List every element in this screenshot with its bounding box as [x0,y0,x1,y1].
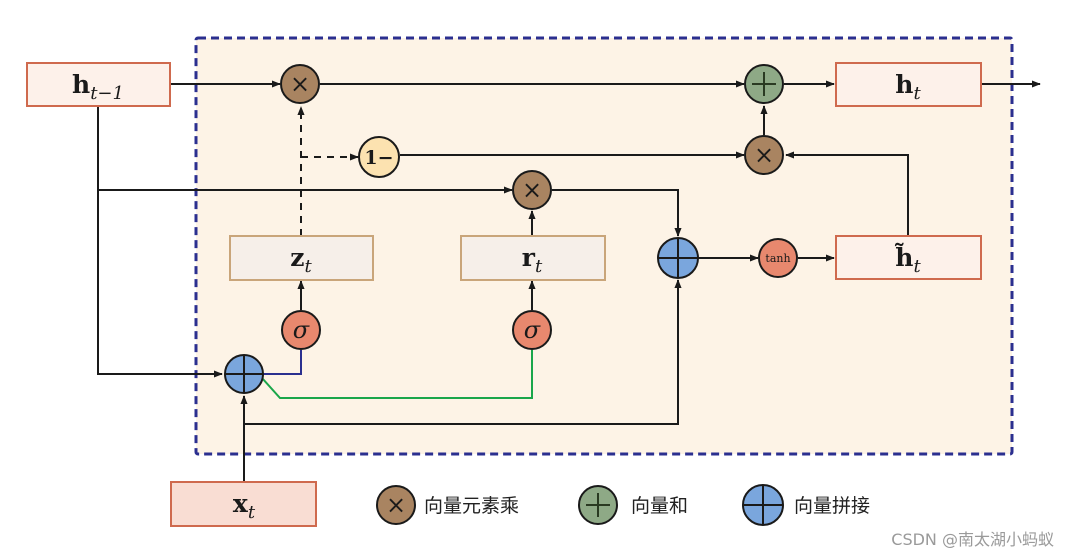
line-xt-to-concat-right [244,279,682,425]
svg-text:ht−1: ht−1 [72,70,124,104]
h-prev-main: h [72,70,90,99]
multiply-node-reset: × [512,170,552,210]
tanh-label: tanh [765,252,790,265]
sigma-label: σ [524,316,541,344]
legend-item-multiply: × 向量元素乘 [376,485,519,525]
r-t-sub: t [535,256,543,277]
watermark: CSDN @南太湖小蚂蚁 [891,530,1054,549]
legend-item-add: 向量和 [578,485,688,525]
tanh-node: tanh [758,238,798,278]
z-t-main: z [290,243,304,272]
h-prev-sub: t−1 [90,83,124,104]
sigma-node-update: σ [281,310,321,350]
multiply-symbol: × [522,176,542,204]
box-h-t: ht [835,62,982,107]
box-x-t: xt [170,481,317,527]
one-minus-node: 1− [358,136,400,178]
z-gate-path [262,350,302,375]
concat-node-input [224,354,264,394]
h-t-sub: t [913,83,921,104]
multiply-symbol: × [386,491,406,519]
line-mul-r-to-concat [552,189,682,237]
multiply-symbol: × [754,141,774,169]
one-minus-label: 1− [364,147,393,169]
r-t-main: r [522,243,536,272]
add-node [744,64,784,104]
concat-node-candidate [657,237,699,279]
box-r-t: rt [460,235,606,281]
x-t-sub: t [248,502,256,523]
h-tilde-sub: t [913,256,921,277]
svg-text:ht: ht [895,70,921,104]
legend-label-multiply: 向量元素乘 [424,495,519,517]
legend: × 向量元素乘 向量和 向量拼接 [376,484,870,526]
sigma-node-reset: σ [512,310,552,350]
h-t-main: h [895,70,913,99]
connection-lines [97,80,1041,482]
line-hprev-trunk [97,106,223,378]
x-t-main: x [233,489,249,518]
multiply-node-update: × [744,135,784,175]
svg-text:rt: rt [522,243,543,277]
box-z-t: zt [229,235,374,281]
z-t-sub: t [304,256,312,277]
box-h-tilde: h̃t [835,235,982,280]
legend-label-add: 向量和 [631,495,688,517]
multiply-symbol: × [290,70,310,98]
r-gate-path [261,350,533,399]
legend-label-concat: 向量拼接 [794,495,870,517]
svg-text:h̃t: h̃t [894,243,921,277]
line-htilde-to-mul-z [785,151,909,236]
svg-text:zt: zt [290,243,312,277]
multiply-node-top: × [280,64,320,104]
sigma-label: σ [293,316,310,344]
multiply-icon [376,485,416,525]
h-tilde-main: h̃ [894,243,913,272]
box-h-prev: ht−1 [26,62,171,107]
legend-item-concat: 向量拼接 [742,484,870,526]
svg-text:xt: xt [233,489,256,523]
